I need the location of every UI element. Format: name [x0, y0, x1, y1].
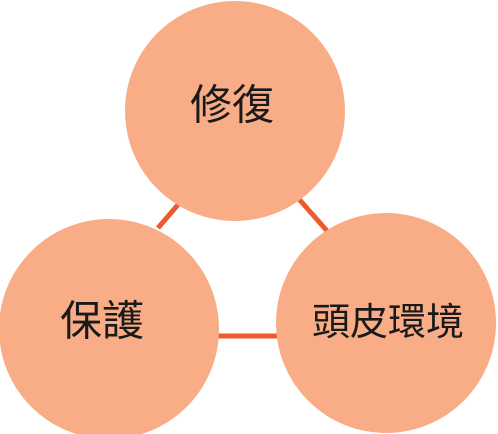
connector-repair-scalp-environment: [296, 196, 330, 234]
node-protection-circle: [0, 219, 219, 434]
node-protection-label: 保護: [60, 297, 144, 346]
node-scalp-environment: 頭皮環境: [276, 213, 496, 433]
node-repair: 修復: [125, 1, 345, 221]
node-repair-circle: [125, 1, 345, 221]
node-scalp-environment-label: 頭皮環境: [312, 300, 464, 344]
node-protection: 保護: [0, 219, 219, 434]
node-scalp-environment-circle: [276, 213, 496, 433]
node-repair-label: 修復: [190, 81, 274, 130]
